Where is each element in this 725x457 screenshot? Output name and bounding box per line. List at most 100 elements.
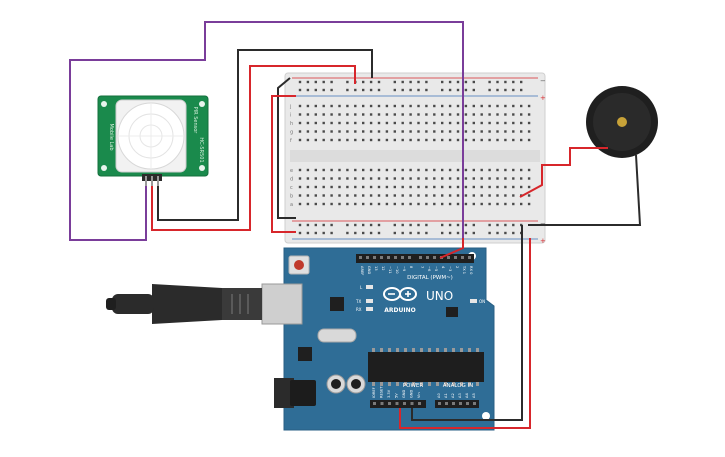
terminal-hole[interactable] (425, 130, 428, 133)
terminal-hole[interactable] (464, 194, 468, 197)
terminal-hole[interactable] (314, 194, 317, 197)
terminal-hole[interactable] (464, 177, 468, 180)
wire-black-ground[interactable] (157, 49, 373, 221)
terminal-hole[interactable] (298, 194, 302, 197)
terminal-hole[interactable] (346, 121, 349, 125)
terminal-hole[interactable] (354, 185, 357, 189)
rail-hole[interactable] (330, 231, 333, 235)
terminal-hole[interactable] (330, 202, 333, 206)
terminal-hole[interactable] (385, 194, 389, 197)
rail-hole[interactable] (322, 223, 325, 227)
terminal-hole[interactable] (298, 130, 302, 133)
reset-button-cap[interactable] (294, 260, 304, 270)
terminal-hole[interactable] (417, 121, 420, 125)
analog-pin[interactable] (445, 402, 448, 405)
terminal-hole[interactable] (338, 177, 341, 180)
terminal-hole[interactable] (346, 138, 349, 142)
terminal-hole[interactable] (433, 138, 436, 142)
terminal-hole[interactable] (480, 202, 483, 206)
analog-pin-row[interactable] (438, 402, 476, 405)
digital-pin[interactable] (387, 256, 390, 259)
terminal-hole[interactable] (314, 202, 317, 206)
rail-hole[interactable] (377, 231, 381, 235)
terminal-hole[interactable] (346, 202, 349, 206)
terminal-hole[interactable] (520, 113, 523, 116)
terminal-hole[interactable] (456, 104, 460, 108)
terminal-hole[interactable] (314, 104, 317, 108)
terminal-hole[interactable] (488, 168, 491, 172)
rail-hole[interactable] (362, 223, 365, 227)
terminal-hole[interactable] (472, 194, 475, 197)
terminal-hole[interactable] (346, 130, 349, 133)
terminal-hole[interactable] (425, 177, 428, 180)
terminal-hole[interactable] (393, 202, 396, 206)
rail-hole[interactable] (393, 88, 396, 92)
terminal-hole[interactable] (448, 104, 452, 108)
rail-hole[interactable] (314, 231, 317, 235)
terminal-hole[interactable] (480, 194, 483, 197)
rail-hole[interactable] (496, 223, 499, 227)
terminal-hole[interactable] (504, 113, 507, 116)
terminal-hole[interactable] (488, 113, 491, 116)
terminal-hole[interactable] (354, 194, 357, 197)
terminal-hole[interactable] (448, 121, 452, 125)
terminal-hole[interactable] (472, 113, 475, 116)
terminal-hole[interactable] (488, 138, 491, 142)
terminal-hole[interactable] (480, 168, 483, 172)
terminal-hole[interactable] (385, 113, 389, 116)
terminal-hole[interactable] (464, 113, 468, 116)
rail-hole[interactable] (369, 80, 373, 84)
terminal-hole[interactable] (433, 177, 436, 180)
terminal-hole[interactable] (433, 121, 436, 125)
terminal-hole[interactable] (369, 177, 373, 180)
terminal-hole[interactable] (488, 194, 491, 197)
terminal-hole[interactable] (409, 130, 412, 133)
pir-sensor[interactable]: Mobile Lab PIR Sensor HC-SR501 (97, 95, 209, 188)
terminal-hole[interactable] (322, 113, 325, 116)
terminal-hole[interactable] (409, 168, 412, 172)
rail-hole[interactable] (314, 88, 317, 92)
terminal-hole[interactable] (409, 138, 412, 142)
terminal-hole[interactable] (488, 121, 491, 125)
wire-red-vcc[interactable] (151, 65, 356, 231)
terminal-hole[interactable] (527, 168, 531, 172)
terminal-hole[interactable] (314, 177, 317, 180)
terminal-hole[interactable] (338, 104, 341, 108)
piezo-buzzer[interactable] (586, 86, 658, 158)
terminal-hole[interactable] (456, 138, 460, 142)
terminal-hole[interactable] (362, 185, 365, 189)
terminal-hole[interactable] (338, 202, 341, 206)
rail-hole[interactable] (314, 223, 317, 227)
rail-hole[interactable] (488, 88, 491, 92)
power-pin[interactable] (388, 402, 391, 405)
terminal-hole[interactable] (393, 130, 396, 133)
terminal-hole[interactable] (322, 177, 325, 180)
terminal-hole[interactable] (441, 202, 444, 206)
analog-pin[interactable] (438, 402, 441, 405)
terminal-hole[interactable] (362, 194, 365, 197)
rail-hole[interactable] (369, 223, 373, 227)
terminal-hole[interactable] (417, 185, 420, 189)
rail-hole[interactable] (417, 80, 420, 84)
terminal-hole[interactable] (496, 185, 499, 189)
terminal-hole[interactable] (338, 138, 341, 142)
pir-pin[interactable] (151, 176, 153, 188)
terminal-hole[interactable] (369, 138, 373, 142)
terminal-hole[interactable] (496, 194, 499, 197)
terminal-hole[interactable] (338, 194, 341, 197)
terminal-hole[interactable] (346, 177, 349, 180)
terminal-hole[interactable] (298, 113, 302, 116)
usb-connector[interactable] (106, 283, 303, 325)
terminal-hole[interactable] (314, 113, 317, 116)
terminal-hole[interactable] (401, 194, 404, 197)
rail-hole[interactable] (322, 231, 325, 235)
rail-hole[interactable] (504, 88, 507, 92)
rail-hole[interactable] (346, 88, 349, 92)
wire-black-buzzer[interactable] (528, 154, 642, 226)
terminal-hole[interactable] (338, 113, 341, 116)
terminal-hole[interactable] (512, 168, 515, 172)
rail-hole[interactable] (330, 88, 333, 92)
rail-hole[interactable] (409, 80, 412, 84)
terminal-hole[interactable] (409, 113, 412, 116)
terminal-hole[interactable] (472, 168, 475, 172)
